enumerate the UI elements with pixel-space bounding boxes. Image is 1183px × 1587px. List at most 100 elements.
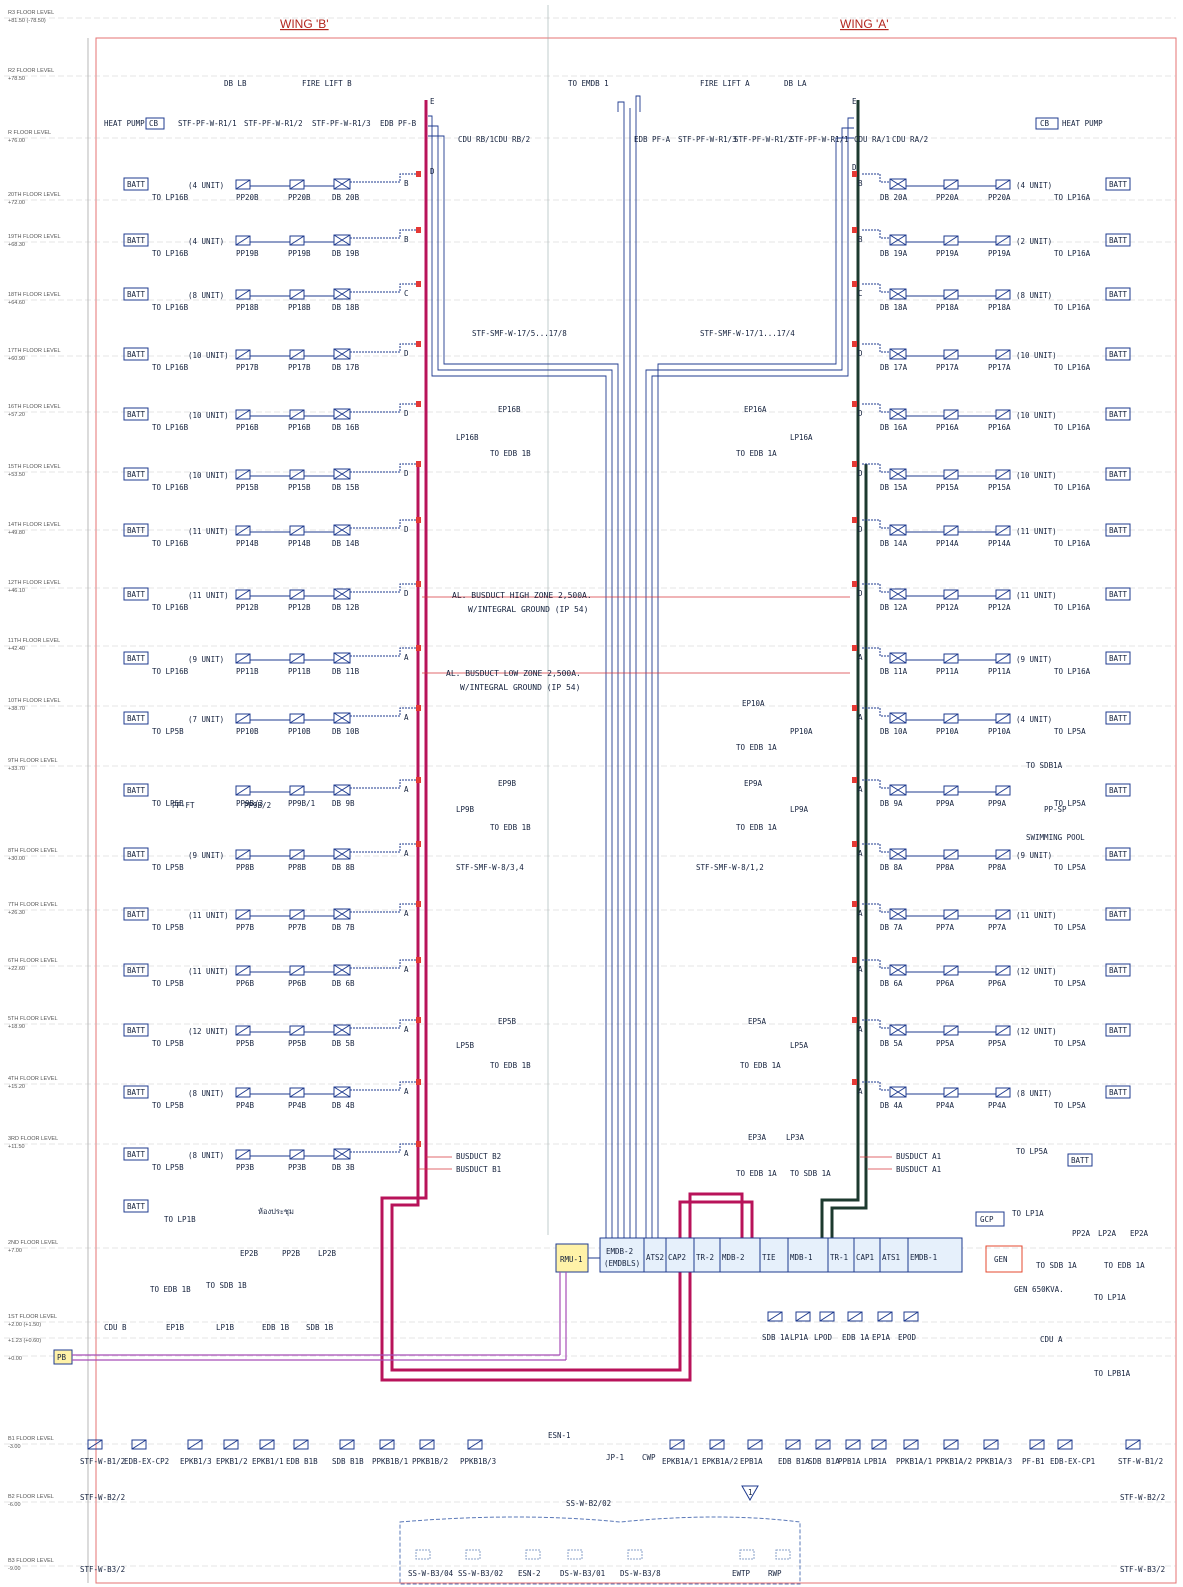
floor-level-name: B3 FLOOR LEVEL (8, 1558, 54, 1564)
floor-level-elevation: +15.20 (8, 1084, 25, 1090)
to-lp-label: TO LP16A (1054, 539, 1091, 548)
panel-diag (943, 235, 959, 246)
tap-off-box (416, 1017, 421, 1023)
riser-feed (862, 1019, 890, 1029)
tap-off-box (416, 645, 421, 651)
b1-left-item: EDB-EX-CP2 (124, 1457, 169, 1466)
to-edb1b-16: TO EDB 1B (490, 449, 531, 458)
panel-diag (259, 1439, 275, 1450)
floor-level-name: 4TH FLOOR LEVEL (8, 1076, 58, 1082)
riser-tag: A (404, 849, 409, 858)
b1-right-item: EDB-EX-CP1 (1050, 1457, 1095, 1466)
panel-symbol (289, 289, 305, 300)
db-symbol (333, 288, 351, 300)
to-lp-label: TO LP16B (152, 303, 189, 312)
tap-off-box (852, 281, 857, 287)
batt-box (123, 783, 149, 797)
panel-diag (995, 589, 1011, 600)
to-lp-label: TO LP16B (152, 483, 189, 492)
unit-count: (10 UNIT) (1016, 471, 1057, 480)
batt-label: BATT (1109, 350, 1128, 359)
db-label: DB 12B (332, 603, 360, 612)
panel-symbol (943, 525, 959, 536)
tap-off-box (852, 171, 857, 177)
pp2-label: PP6B (288, 979, 307, 988)
ep3a-label: EP3A (748, 1133, 767, 1142)
edb-pf-a-label: EDB PF-A (634, 135, 671, 144)
meeting-room-label: ห้องประชุม (258, 1207, 294, 1216)
floor-level-name: 1ST FLOOR LEVEL (8, 1314, 57, 1320)
pp-label: PP8A (936, 863, 955, 872)
db-symbol (333, 848, 351, 860)
panel-diag (943, 713, 959, 724)
panel-diag (943, 965, 959, 976)
db-lb-label: DB LB (224, 79, 247, 88)
panel-symbol (87, 1439, 103, 1450)
db-label: DB 16B (332, 423, 360, 432)
floor-level-name: 18TH FLOOR LEVEL (8, 292, 61, 298)
floor-level-name: 20TH FLOOR LEVEL (8, 192, 61, 198)
b1-left-item: EDB B1B (286, 1457, 318, 1466)
batt-box (123, 177, 149, 191)
sdb1a-item: LP1A (790, 1333, 809, 1342)
panel-symbol (943, 589, 959, 600)
floor-level-elevation: +76.00 (8, 138, 25, 144)
panel-symbol (767, 1311, 783, 1322)
unit-count: (11 UNIT) (188, 527, 229, 536)
pp2-label: PP12B (288, 603, 311, 612)
tap-off-box (416, 1079, 421, 1085)
tap-off-box (852, 1079, 857, 1085)
panel-symbol (293, 1439, 309, 1450)
panel-diag (995, 713, 1011, 724)
switchboard-cell: MDB-2 (722, 1253, 745, 1262)
db-la-label: DB LA (784, 79, 807, 88)
db-label: DB 15B (332, 483, 360, 492)
to-sdb1b-label: TO SDB 1B (206, 1281, 247, 1290)
batt-1b (123, 1199, 149, 1213)
riser-feed (862, 647, 890, 657)
panel-diag (1125, 1439, 1141, 1450)
panel-diag (1029, 1439, 1045, 1450)
unit-count: (8 UNIT) (1016, 1089, 1052, 1098)
db-label: DB 15A (880, 483, 908, 492)
panel-diag (767, 1311, 783, 1322)
to-lp-label: TO LP16B (152, 193, 189, 202)
ep2a-label: EP2A (1130, 1229, 1149, 1238)
pp2-label: PP17B (288, 363, 311, 372)
panel-symbol (943, 909, 959, 920)
floor-level-elevation: +42.40 (8, 646, 25, 652)
floor-level-name: 17TH FLOOR LEVEL (8, 348, 61, 354)
panel-symbol (943, 785, 959, 796)
panel-symbol (1057, 1439, 1073, 1450)
riser-feed (350, 343, 420, 353)
panel-symbol (943, 409, 959, 420)
floor-level-elevation: +11.50 (8, 1144, 25, 1150)
panel-diag (187, 1439, 203, 1450)
batt-label: BATT (127, 590, 146, 599)
panel-diag (289, 713, 305, 724)
panel-diag (877, 1311, 893, 1322)
cb-a-label: CB (1040, 119, 1050, 128)
busduct-high-label-2: W/INTEGRAL GROUND (IP 54) (468, 605, 588, 614)
panel-diag (289, 849, 305, 860)
cdu-rb1-label: CDU RB/1 (458, 135, 494, 144)
batt-label: BATT (127, 526, 146, 535)
b3-item: ESN-2 (518, 1569, 541, 1578)
db-cross (333, 848, 351, 860)
switchboard-cell: CAP1 (856, 1253, 874, 1262)
panel-diag (235, 469, 251, 480)
panel-symbol (419, 1439, 435, 1450)
pp2-label: PP9A (988, 799, 1007, 808)
pp-label: PP10B (236, 727, 259, 736)
to-edb1a-2-label: TO EDB 1A (1104, 1261, 1145, 1270)
tap-off-box (416, 401, 421, 407)
panel-diag (235, 909, 251, 920)
panel-diag (995, 909, 1011, 920)
batt-box (1105, 711, 1131, 725)
panel-symbol (877, 1311, 893, 1322)
batt-box (1105, 1023, 1131, 1037)
pp-label: PP7A (936, 923, 955, 932)
panel-symbol (995, 409, 1011, 420)
emergency-feeder-bundle (428, 95, 854, 1238)
cb-b-label: CB (149, 119, 159, 128)
